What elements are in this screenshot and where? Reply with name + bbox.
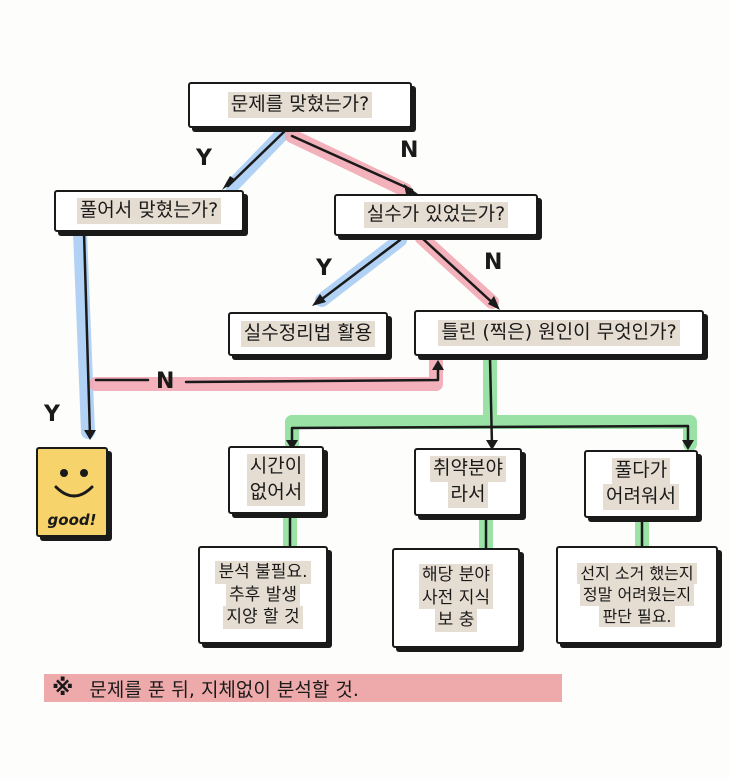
arrowhead-note: [312, 294, 326, 306]
arrowheads: [84, 176, 694, 450]
node-cause-weak-line2: 라서: [447, 482, 489, 508]
edge-label-yes-top: Y: [196, 146, 212, 171]
edge-label-no-bottom: N: [156, 369, 175, 394]
node-cause-weak-line1: 취약분야: [430, 456, 506, 482]
edge-correct-to-mistake: [290, 134, 414, 192]
arrowhead-time: [286, 440, 298, 450]
reference-mark-icon: ※: [52, 675, 74, 701]
node-action-time-line2: 추후 발생: [226, 583, 300, 607]
node-action-hard-line3: 판단 필요.: [599, 605, 675, 628]
node-action-hard-line2: 정말 어려웠는지: [579, 584, 695, 606]
good-card-text: good!: [47, 511, 97, 529]
node-cause-time-line2: 없어서: [246, 480, 306, 506]
arrowhead-weak: [486, 440, 498, 450]
good-card: good!: [36, 447, 108, 537]
edge-no-to-cause: [94, 364, 440, 384]
node-cause-hard-line2: 어려워서: [603, 484, 679, 510]
arrowhead-solved: [222, 176, 236, 190]
node-cause-hard: 풀다가 어려워서: [584, 450, 698, 518]
node-cause-time-line1: 시간이: [246, 454, 306, 480]
edge-cause-trunk: [488, 356, 494, 448]
arrowhead-good: [84, 430, 96, 440]
node-cause-hard-line1: 풀다가: [611, 458, 671, 484]
arrowhead-cause: [488, 296, 500, 310]
node-action-time: 분석 불필요. 추후 발생 지양 할 것: [198, 546, 328, 644]
node-action-hard: 선지 소거 했는지 정말 어려웠는지 판단 필요.: [556, 546, 718, 644]
node-action-weak-line2: 사전 지식: [419, 586, 493, 610]
edge-label-yes-mistake: Y: [316, 256, 332, 281]
node-action-time-line1: 분석 불필요.: [215, 560, 311, 584]
note-bar: ※ 문제를 푼 뒤, 지체없이 분석할 것.: [44, 674, 562, 702]
edge-cause-branch: [290, 424, 690, 448]
node-action-time-line3: 지양 할 것: [223, 606, 303, 630]
node-action-weak: 해당 분야 사전 지식 보 충: [392, 548, 520, 648]
node-question-solved-correct-text: 풀어서 맞혔는가?: [76, 198, 222, 224]
edge-solved-to-good: [82, 230, 92, 438]
connectors: [82, 126, 690, 550]
node-question-correct: 문제를 맞혔는가?: [188, 82, 412, 128]
edge-label-no-mistake: N: [484, 250, 503, 275]
node-action-weak-line3: 보 충: [434, 609, 478, 633]
arrowhead-no-left: [432, 360, 444, 370]
arrowhead-mistake: [404, 184, 418, 194]
node-mistake-note: 실수정리법 활용: [228, 312, 388, 356]
node-mistake-note-text: 실수정리법 활용: [240, 321, 376, 347]
node-cause-weak: 취약분야 라서: [414, 448, 522, 516]
node-question-mistake: 실수가 있었는가?: [334, 194, 538, 236]
note-text: 문제를 푼 뒤, 지체없이 분석할 것.: [89, 678, 359, 701]
yes-highlight-left: [73, 225, 95, 439]
edge-mistake-to-note: [316, 238, 402, 304]
node-action-weak-line1: 해당 분야: [419, 563, 493, 587]
edge-label-yes-left: Y: [44, 402, 60, 427]
edge-correct-to-solved: [226, 126, 290, 188]
edge-label-no-top: N: [400, 138, 419, 163]
node-action-hard-line1: 선지 소거 했는지: [577, 562, 697, 585]
arrowhead-hard: [682, 440, 694, 450]
edge-mistake-to-cause: [420, 236, 498, 308]
node-question-cause: 틀린 (찍은) 원인이 무엇인가?: [414, 310, 704, 356]
node-question-mistake-text: 실수가 있었는가?: [363, 202, 509, 228]
smiley-face-icon: [54, 469, 94, 498]
node-question-cause-text: 틀린 (찍은) 원인이 무엇인가?: [438, 320, 680, 346]
node-cause-time: 시간이 없어서: [228, 446, 324, 514]
node-question-solved-correct: 풀어서 맞혔는가?: [54, 190, 244, 232]
node-question-correct-text: 문제를 맞혔는가?: [227, 92, 373, 118]
